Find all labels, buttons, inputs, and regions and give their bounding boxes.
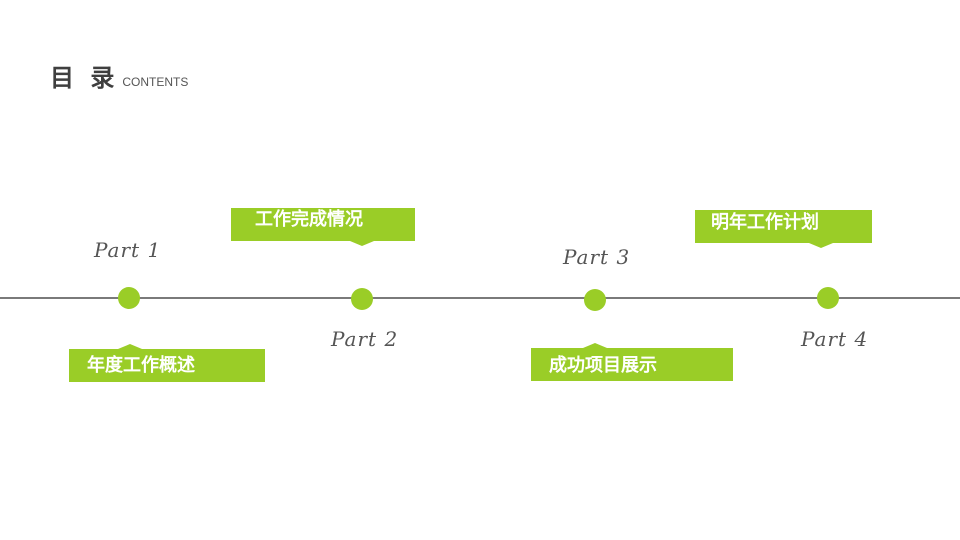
tag-pointer xyxy=(583,343,607,348)
section-tag-4[interactable]: 明年工作计划 xyxy=(695,210,872,248)
section-title-4: 明年工作计划 xyxy=(711,212,819,233)
part-label-1: Part 1 xyxy=(94,238,162,262)
section-title-1: 年度工作概述 xyxy=(87,355,195,376)
part-label-2: Part 2 xyxy=(331,327,399,351)
page-subtitle: CONTENTS xyxy=(122,75,189,89)
page-title: 目 录 xyxy=(50,64,119,92)
page-header: 目 录 CONTENTS xyxy=(50,58,188,93)
tag-pointer xyxy=(118,344,142,349)
section-tag-2[interactable]: 工作完成情况 xyxy=(231,208,415,246)
timeline-line xyxy=(0,297,960,299)
timeline-dot-2 xyxy=(351,288,373,310)
tag-pointer xyxy=(809,243,833,248)
section-title-3: 成功项目展示 xyxy=(549,355,657,376)
part-label-3: Part 3 xyxy=(563,245,631,269)
timeline-dot-4 xyxy=(817,287,839,309)
section-tag-1[interactable]: 年度工作概述 xyxy=(69,344,265,382)
tag-pointer xyxy=(350,241,374,246)
timeline-dot-1 xyxy=(118,287,140,309)
section-title-2: 工作完成情况 xyxy=(255,209,363,230)
section-tag-3[interactable]: 成功项目展示 xyxy=(531,343,733,381)
timeline-dot-3 xyxy=(584,289,606,311)
part-label-4: Part 4 xyxy=(801,327,869,351)
